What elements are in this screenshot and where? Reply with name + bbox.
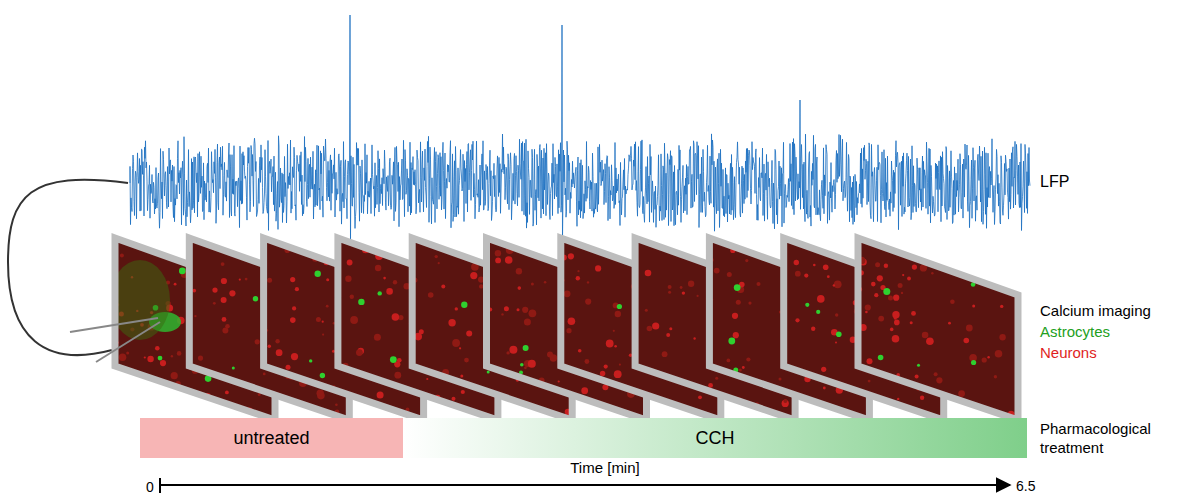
text-label: LFP [1040,172,1069,192]
imaging-frame [856,238,1018,420]
lfp-trace [130,15,1030,240]
text-label: 0 [146,479,154,497]
text-label: Time [min] [570,459,639,478]
imaging-frames [110,234,1018,423]
band-label: CCH [696,428,735,449]
band-label: untreated [233,428,309,449]
time-axis [160,484,1010,486]
lfp-signal [130,15,1030,240]
text-label: Calcium imaging [1040,302,1151,321]
text-label: Astrocytes [1040,323,1110,342]
connection-line [8,180,128,355]
pointer-line [96,322,160,362]
pointer-line [70,318,158,332]
text-label: 6.5 [1016,478,1035,496]
text-label: Pharmacological treatment [1040,420,1176,458]
text-label: Neurons [1040,344,1097,363]
treatment-band: untreated [140,418,403,458]
treatment-band: CCH [403,418,1027,458]
